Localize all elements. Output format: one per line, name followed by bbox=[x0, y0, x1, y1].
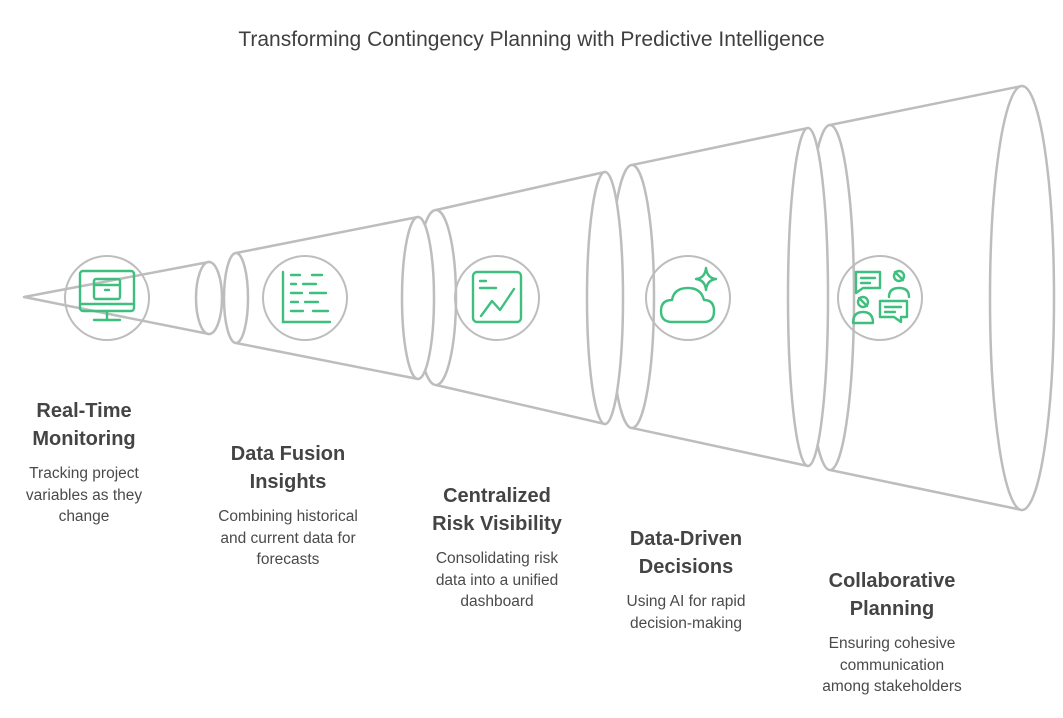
heading-line: Monitoring bbox=[32, 428, 136, 450]
data-lines-chart-icon bbox=[281, 270, 332, 324]
cloud-sparkle-icon bbox=[659, 266, 718, 324]
funnel-segment-1 bbox=[22, 260, 224, 336]
description-line: among stakeholders bbox=[822, 678, 962, 695]
description-line: data into a unified bbox=[435, 571, 559, 589]
people-chat-icon bbox=[851, 269, 911, 325]
diagram-title: Transforming Contingency Planning with P… bbox=[238, 28, 825, 51]
heading-line: Collaborative bbox=[828, 570, 956, 592]
description-line: Using AI for rapid bbox=[626, 593, 746, 610]
heading-line: Risk Visibility bbox=[432, 513, 562, 535]
stage-description: Consolidating risk data into a unified d… bbox=[412, 548, 582, 613]
description-line: Ensuring cohesive bbox=[828, 635, 956, 652]
description-line: communication bbox=[839, 656, 945, 674]
heading-line: Insights bbox=[249, 471, 327, 493]
description-line: Tracking project bbox=[29, 465, 139, 482]
stage-description: Ensuring cohesive communication among st… bbox=[802, 633, 982, 698]
funnel-segment-3 bbox=[414, 170, 625, 426]
stage-description: Tracking project variables as they chang… bbox=[4, 463, 164, 528]
description-line: decision-making bbox=[630, 614, 742, 632]
stage-3-label: Centralized Risk Visibility Consolidatin… bbox=[412, 482, 582, 613]
description-line: and current data for bbox=[220, 529, 356, 547]
stage-heading: Data-Driven Decisions bbox=[601, 525, 771, 581]
stage-5-label: Collaborative Planning Ensuring cohesive… bbox=[802, 567, 982, 698]
stage-2-label: Data Fusion Insights Combining historica… bbox=[203, 440, 373, 571]
stage-description: Combining historical and current data fo… bbox=[203, 506, 373, 571]
description-line: Combining historical bbox=[218, 508, 358, 525]
stage-heading: Collaborative Planning bbox=[802, 567, 982, 623]
description-line: dashboard bbox=[460, 593, 534, 610]
funnel-segment-4 bbox=[608, 126, 830, 468]
description-line: forecasts bbox=[256, 551, 320, 568]
stage-1-label: Real-Time Monitoring Tracking project va… bbox=[4, 397, 164, 528]
funnel-segment-5 bbox=[804, 84, 1056, 512]
stage-heading: Real-Time Monitoring bbox=[4, 397, 164, 453]
monitor-with-box-icon bbox=[78, 269, 136, 322]
stage-heading: Centralized Risk Visibility bbox=[412, 482, 582, 538]
heading-line: Centralized bbox=[443, 485, 551, 507]
heading-line: Planning bbox=[849, 598, 935, 620]
dashboard-trend-icon bbox=[471, 270, 523, 324]
heading-line: Data Fusion bbox=[230, 443, 346, 465]
stage-description: Using AI for rapid decision-making bbox=[601, 591, 771, 634]
stage-heading: Data Fusion Insights bbox=[203, 440, 373, 496]
description-line: variables as they bbox=[25, 486, 143, 504]
heading-line: Data-Driven bbox=[629, 528, 743, 550]
heading-line: Decisions bbox=[638, 556, 734, 578]
stage-4-label: Data-Driven Decisions Using AI for rapid… bbox=[601, 525, 771, 634]
heading-line: Real-Time bbox=[36, 400, 132, 422]
description-line: Consolidating risk bbox=[435, 550, 559, 567]
description-line: change bbox=[58, 508, 110, 525]
funnel-segment-2 bbox=[222, 215, 436, 381]
